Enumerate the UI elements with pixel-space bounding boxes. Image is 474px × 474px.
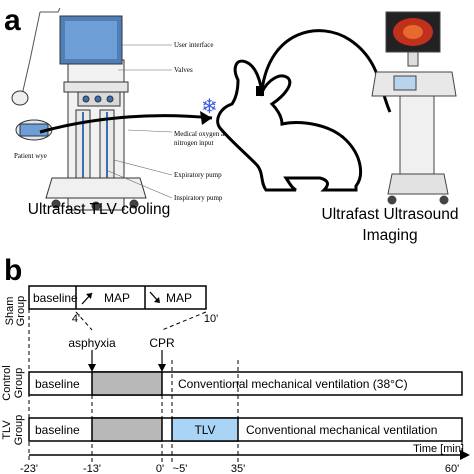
sham-map-up-text: MAP [104,291,130,305]
time-tick: 35' [231,463,245,474]
control-group-row: Control Group baseline Conventional mech… [1,365,463,401]
sham-baseline-text: baseline [33,291,78,305]
control-baseline-text: baseline [35,377,80,391]
time-tick: ~5' [173,463,188,474]
time-tick: 60' [445,463,459,474]
label-expiratory-pump: Expiratory pump [174,171,222,179]
control-ventilation-text: Conventional mechanical ventilation (38°… [178,377,408,391]
sham-group-label-2: Group [15,296,27,327]
sham-group-label-1: Sham [4,297,16,326]
time-axis-label: Time [min] [413,443,464,455]
tlv-group-label-2: Group [13,415,25,446]
label-inspiratory-pump: Inspiratory pump [174,194,223,202]
time-tick: -13' [83,463,101,474]
event-cpr-label: CPR [149,336,175,350]
tlv-treatment-text: TLV [194,423,215,437]
label-patient-wye: Patient wye [14,152,47,160]
label-user-interface: User interface [174,41,213,49]
cpr-arrow-icon [158,364,166,372]
ultrasound-probe-cable [260,29,392,113]
tlv-device-illustration [11,7,173,211]
tlv-treatment-segment [171,417,239,442]
time-axis-ticks: -23' -13' 0' ~5' 35' 60' [20,463,459,474]
sham-group-row: Sham Group baseline MAP MAP 4' 10' [4,285,218,462]
tlv-connection-arrow [39,114,213,134]
control-group-label-2: Group [13,368,25,399]
arrow-head-icon [200,111,212,125]
panel-a-letter: a [4,4,21,37]
rabbit-silhouette-icon [216,59,363,192]
label-medical-gas-1: Medical oxygen and [174,130,232,138]
control-asphyxia-segment [91,371,163,396]
time-tick: -23' [20,463,38,474]
ultrasound-machine-illustration [371,11,457,205]
tlv-ventilation-text: Conventional mechanical ventilation [246,423,437,437]
ultrasound-probe-icon [256,86,264,96]
label-medical-gas-2: nitrogen input [174,139,214,147]
caption-ultrafast-ultrasound: Ultrafast Ultrasound [322,206,459,223]
sham-tick-10: 10' [204,313,218,325]
asphyxia-arrow-icon [88,364,96,372]
snowflake-icon: ❄ [201,96,218,118]
label-valves: Valves [174,66,193,74]
control-group-label-1: Control [1,365,13,400]
time-tick: 0' [156,463,164,474]
sham-tick-4: 4' [72,313,80,325]
tlv-baseline-text: baseline [35,423,80,437]
event-asphyxia-label: asphyxia [68,336,116,350]
time-axis-arrow-icon [460,450,470,460]
caption-imaging: Imaging [362,227,417,244]
caption-ultrafast-tlv-cooling: Ultrafast TLV cooling [28,201,170,218]
tlv-asphyxia-segment [91,417,163,442]
tlv-group-row: TLV Group baseline TLV Conventional mech… [1,415,463,446]
sham-bar [28,285,207,310]
sham-map-down-text: MAP [166,291,192,305]
panel-b-letter: b [4,254,22,287]
tlv-group-label-1: TLV [1,420,13,440]
